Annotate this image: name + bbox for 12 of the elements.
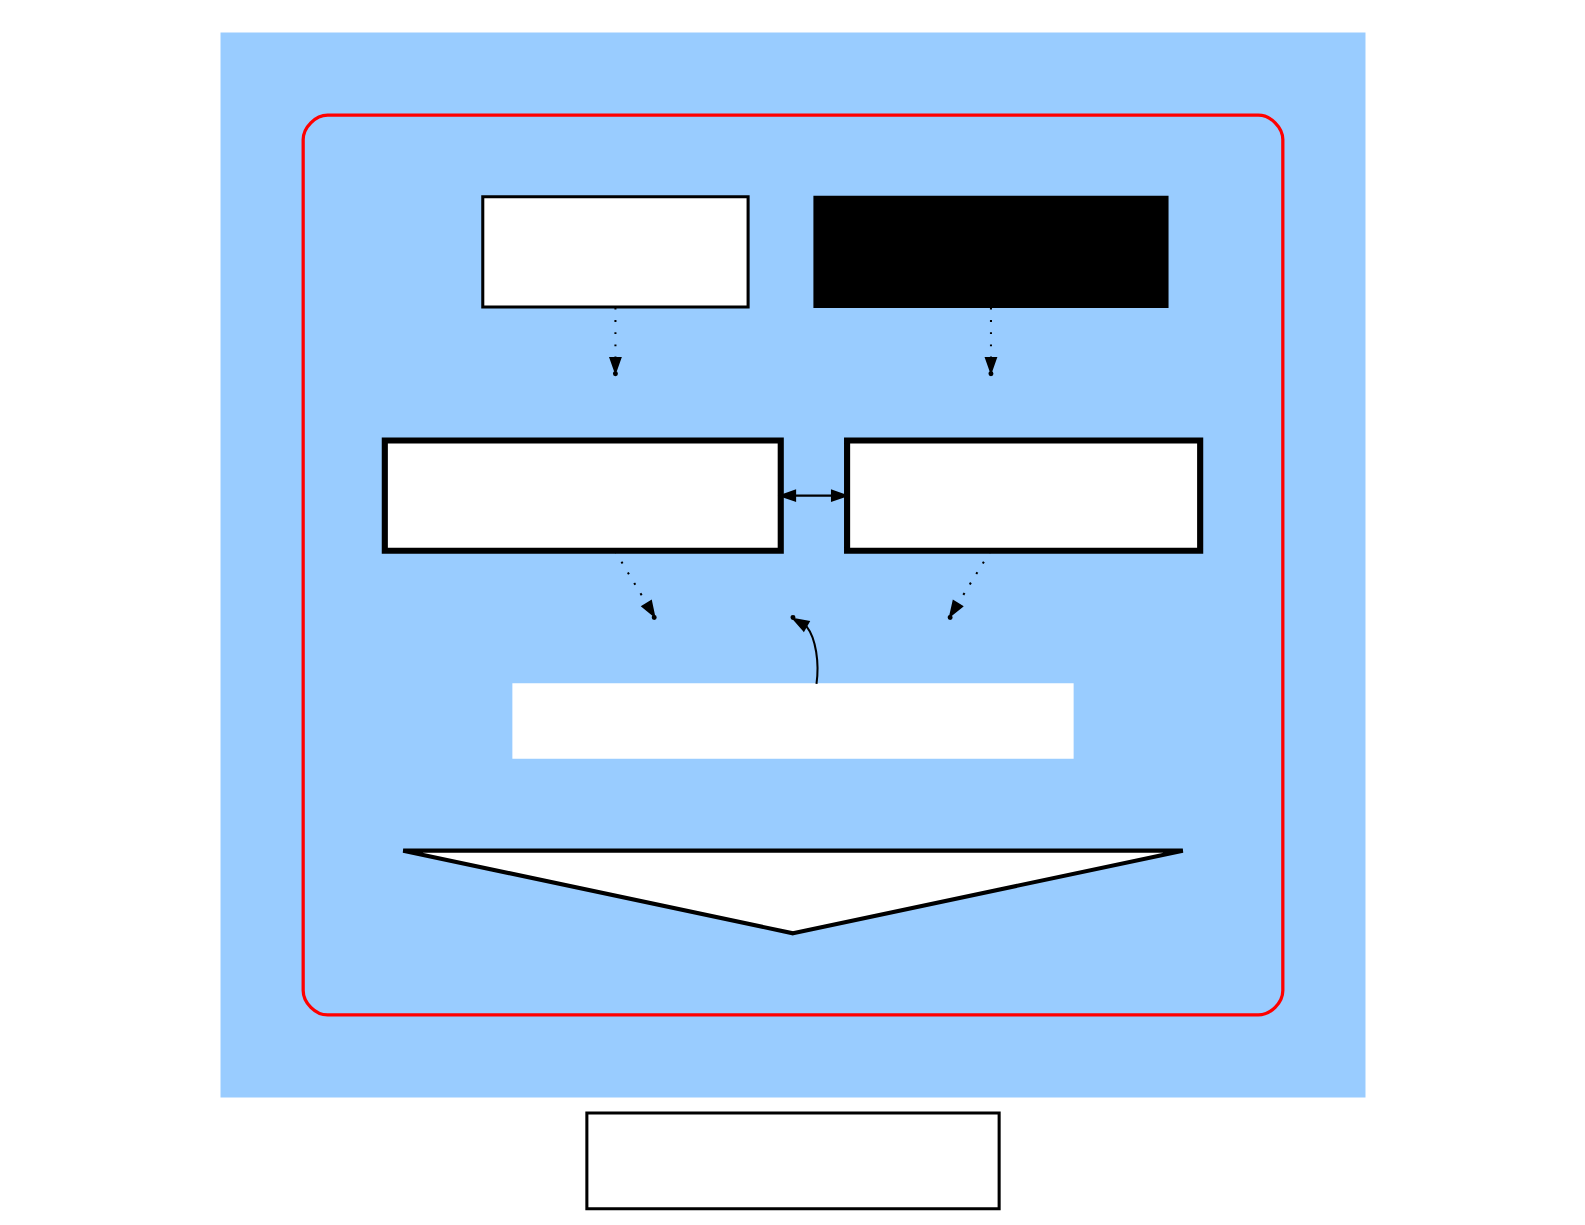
node-box (381, 437, 784, 554)
node-triangle (400, 848, 1185, 935)
arrow (948, 550, 991, 619)
node-box (480, 194, 750, 308)
arrow (608, 307, 622, 375)
node-box (812, 195, 1169, 308)
cluster (301, 113, 1284, 1017)
node-bar (511, 682, 1074, 759)
node-box (584, 1110, 1001, 1210)
arrow (613, 550, 656, 619)
node-box (843, 437, 1203, 554)
arrow (790, 617, 818, 684)
